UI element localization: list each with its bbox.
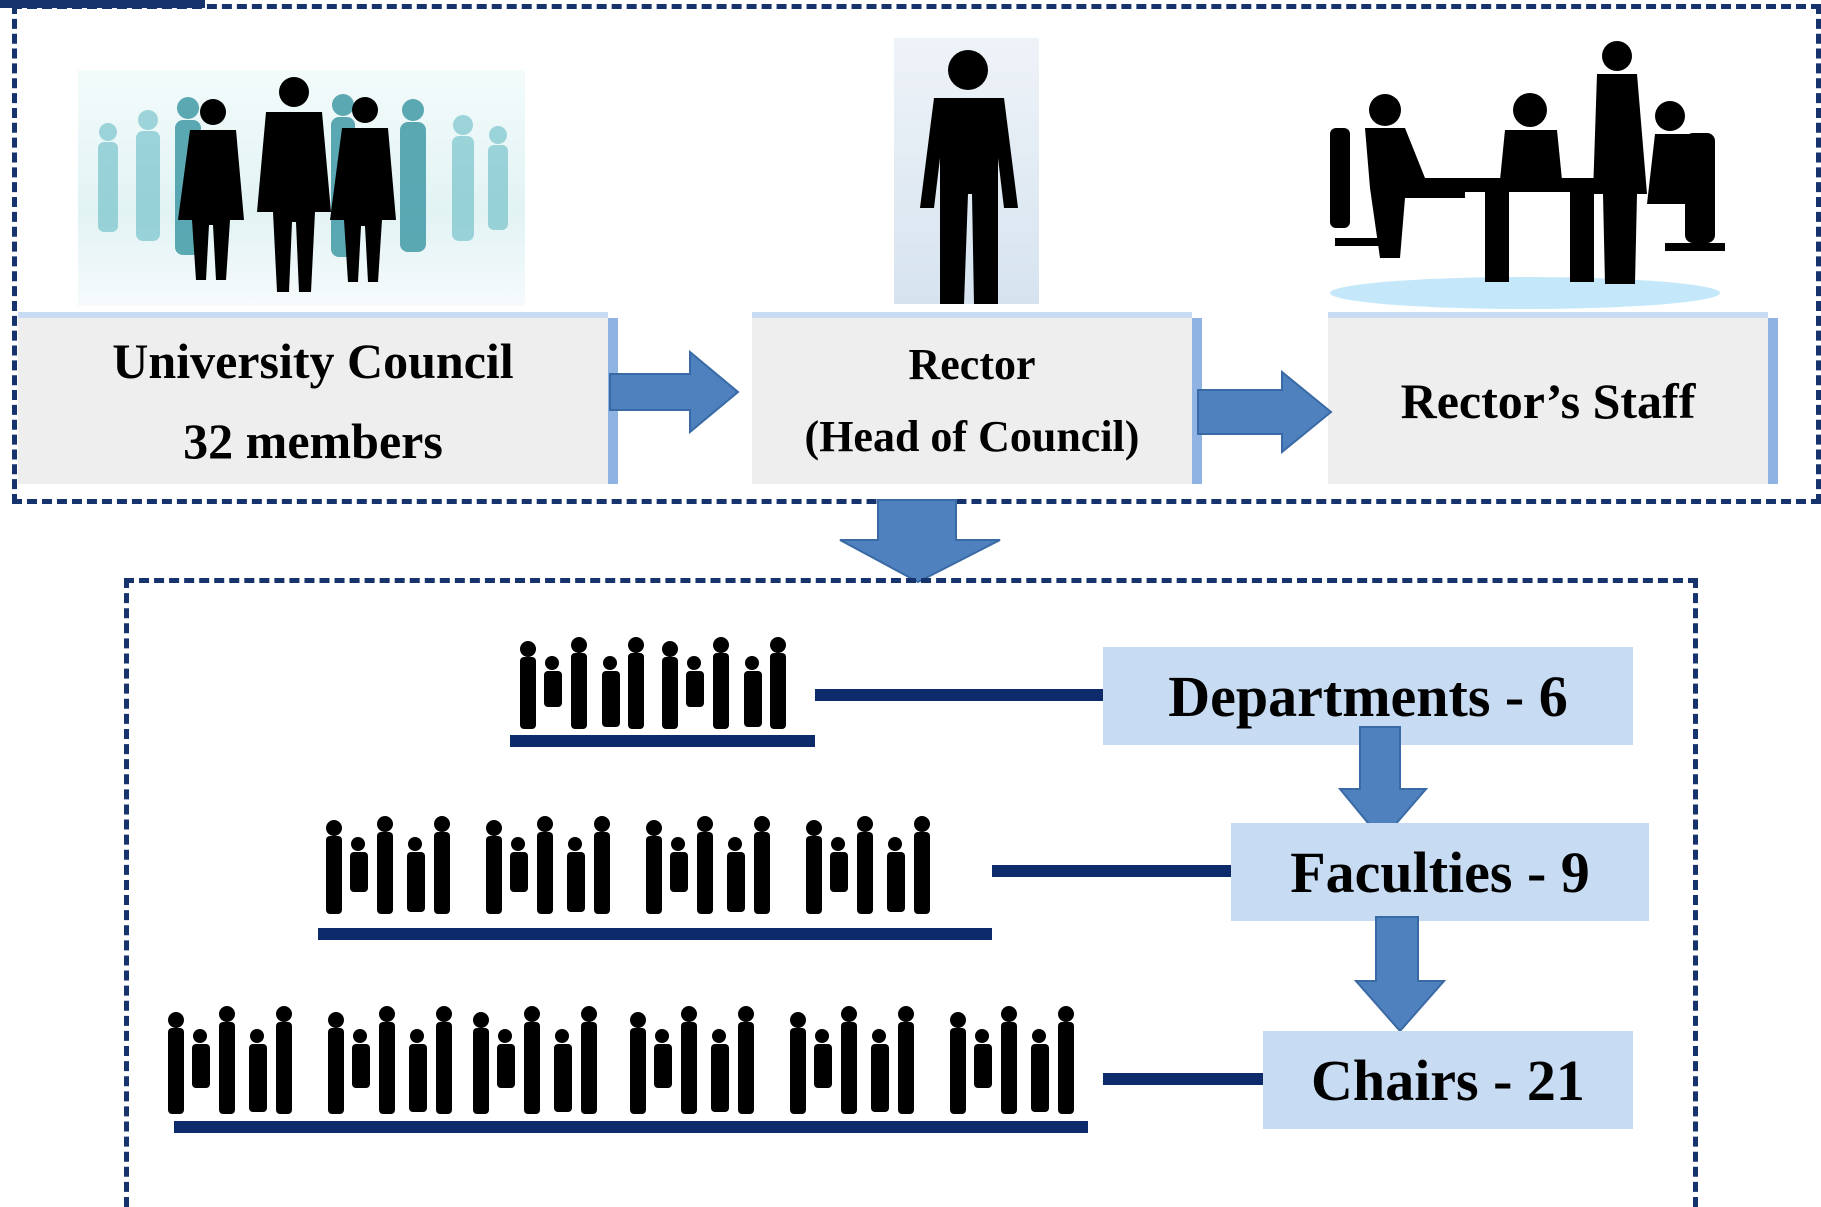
chairs-people [160,1002,1100,1120]
faculties-connector [992,865,1234,877]
faculties-people [318,812,954,920]
arrow-right-icon-2 [1197,369,1333,455]
rector-title: Rector [908,340,1036,389]
departments-connector [815,689,1120,701]
chairs-box: Chairs - 21 [1263,1031,1633,1129]
council-title: University Council [112,333,514,389]
people-group-icon [520,637,786,729]
rector-image [894,38,1039,304]
rectors-staff-box: Rector’s Staff [1328,318,1768,484]
arrow-down-icon [839,499,1001,584]
chairs-connector [1103,1073,1265,1085]
chairs-label: Chairs - 21 [1311,1047,1585,1113]
departments-label: Departments - 6 [1168,663,1568,729]
arrow-down-small-icon-2 [1353,916,1447,1033]
council-members: 32 members [183,413,443,469]
people-group-icon-2 [326,816,930,914]
faculties-box: Faculties - 9 [1231,823,1649,921]
faculties-label: Faculties - 9 [1290,839,1590,905]
arrow-down-small-icon [1337,726,1429,842]
council-silhouettes-icon [98,77,508,292]
rector-box: Rector (Head of Council) [752,318,1192,484]
rector-silhouette-icon [920,50,1018,304]
chairs-base-line [174,1121,1088,1133]
university-council-box: University Council 32 members [18,318,608,484]
rector-subtitle: (Head of Council) [804,412,1140,461]
bottom-dashed-frame [124,578,1698,1207]
arrow-right-icon [609,349,740,435]
departments-box: Departments - 6 [1103,647,1633,745]
faculties-base-line [318,928,992,940]
staff-title: Rector’s Staff [1400,373,1696,429]
people-group-icon-3 [168,1006,1074,1114]
departments-base-line [510,735,815,747]
meeting-silhouette-icon [1330,41,1725,309]
council-image [78,70,525,306]
staff-image [1325,38,1730,309]
departments-people [512,633,794,733]
